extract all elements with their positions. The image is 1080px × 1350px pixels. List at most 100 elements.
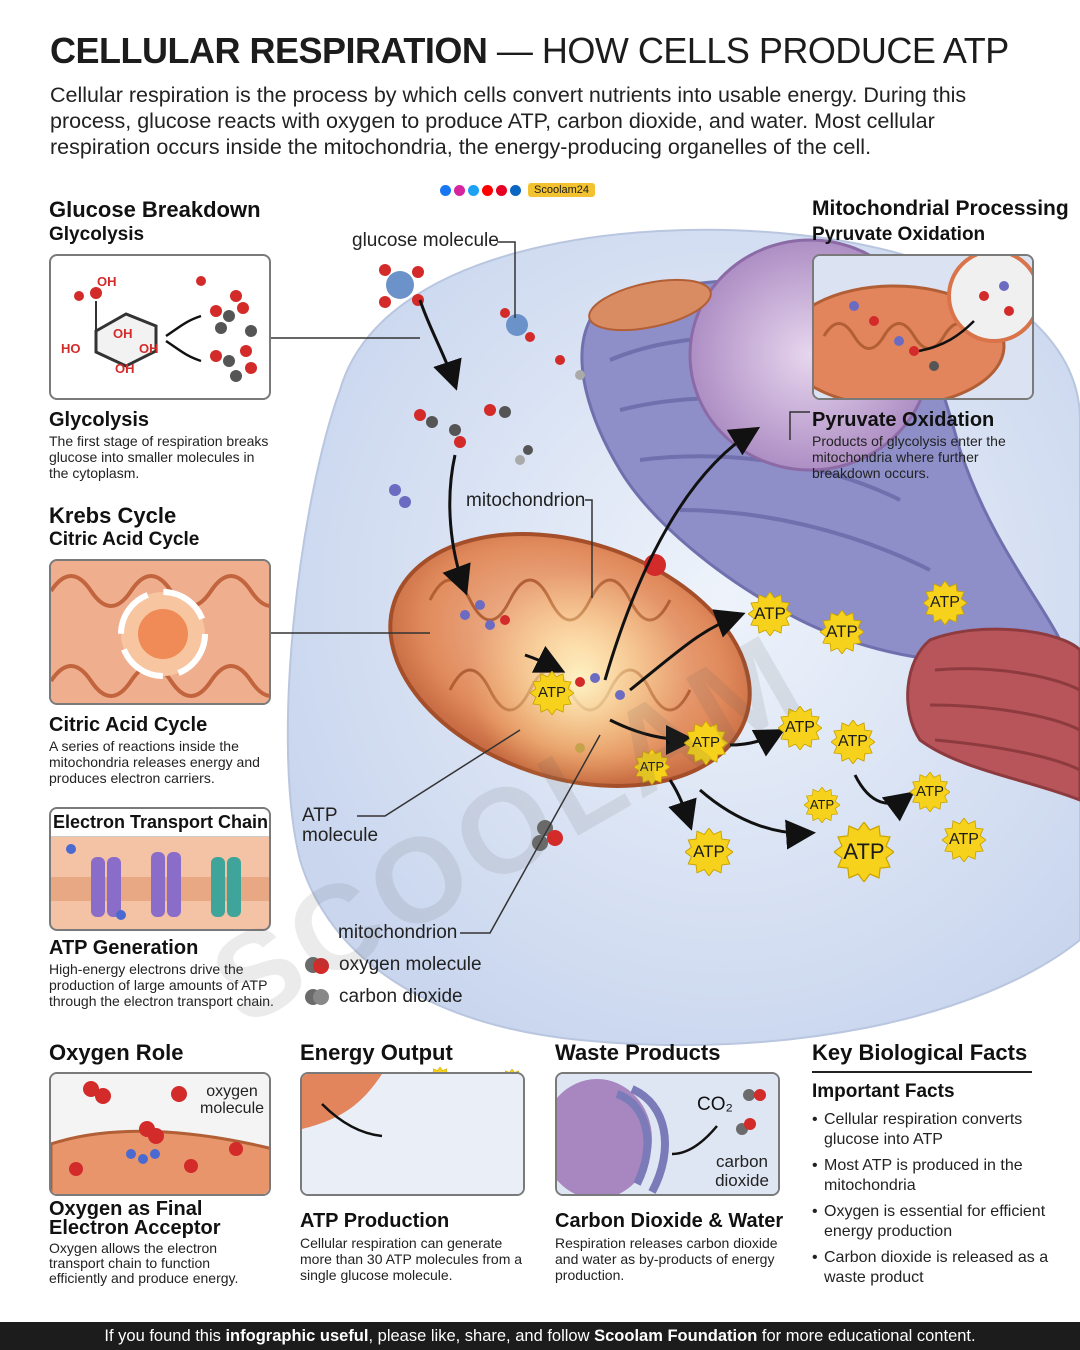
flow-arrows bbox=[418, 299, 915, 850]
pinterest-icon[interactable] bbox=[496, 184, 507, 196]
co2-legend-icon bbox=[305, 989, 329, 1005]
citric-acid-card-title: Citric Acid Cycle bbox=[49, 714, 208, 736]
krebs-cycle-title: Krebs Cycle bbox=[49, 503, 177, 528]
pyruvate-card-desc: Products of glycolysis enter the mitocho… bbox=[812, 433, 1006, 481]
atp-star-label: ATP bbox=[639, 759, 665, 774]
pyruvate-oxidation-icon bbox=[814, 256, 1032, 398]
atp-star-icon: ATP bbox=[820, 610, 864, 654]
atp-star-icon: ATP bbox=[831, 720, 875, 764]
fact-item: Most ATP is produced in the mitochondria bbox=[812, 1156, 1052, 1196]
co2-formula: CO₂ bbox=[697, 1094, 733, 1115]
energy-output-title: Energy Output bbox=[300, 1040, 453, 1065]
atp-star-label: ATP bbox=[949, 831, 979, 848]
glucose-breakdown-title: Glucose Breakdown bbox=[49, 197, 261, 222]
atp-star-icon: ATP bbox=[910, 772, 950, 812]
glucose-oh-ring: OH bbox=[113, 326, 133, 341]
citric-acid-subtitle: Citric Acid Cycle bbox=[49, 529, 200, 550]
youtube-icon[interactable] bbox=[482, 184, 493, 196]
mitochondrion-label-top: mitochondrion bbox=[466, 490, 586, 511]
atp-star-icon: ATP bbox=[804, 787, 840, 823]
atp-star-label: ATP bbox=[691, 734, 721, 751]
atp-star-label: ATP bbox=[809, 797, 835, 812]
oxygen-acceptor-icon bbox=[51, 1074, 269, 1194]
x-icon[interactable] bbox=[468, 184, 479, 196]
footer-text-1: If you found this bbox=[104, 1327, 226, 1345]
atp-star-label: ATP bbox=[754, 604, 786, 623]
linkedin-icon[interactable] bbox=[510, 184, 521, 196]
golgi-apparatus bbox=[906, 627, 1080, 802]
pyruvate-oxidation-subtitle: Pyruvate Oxidation bbox=[812, 224, 986, 245]
electron-transport-chain-icon bbox=[51, 844, 269, 920]
glycolysis-card-desc: The first stage of respiration breaks gl… bbox=[49, 433, 269, 481]
atp-star-icon: ATP bbox=[634, 749, 670, 785]
atp-star-label: ATP bbox=[843, 839, 885, 864]
fact-item: Carbon dioxide is released as a waste pr… bbox=[812, 1248, 1052, 1288]
legend-oxygen: oxygen molecule bbox=[303, 954, 482, 976]
waste-panel-label: carbon dioxide bbox=[715, 1152, 769, 1190]
atp-star-icon: ATP bbox=[684, 721, 728, 765]
atp-star-label: ATP bbox=[930, 594, 960, 611]
fact-item: Oxygen is essential for efficient energy… bbox=[812, 1202, 1052, 1242]
atp-star-label: ATP bbox=[537, 684, 567, 701]
energy-output-icon bbox=[302, 1074, 523, 1194]
key-facts-title: Key Biological Facts bbox=[812, 1040, 1028, 1065]
intro-text: Cellular respiration is the process by w… bbox=[50, 83, 967, 159]
atp-star-icon: ATP bbox=[530, 671, 574, 715]
atp-star-label: ATP bbox=[693, 842, 725, 861]
instagram-icon[interactable] bbox=[454, 184, 465, 196]
footer-bar: If you found this infographic useful, pl… bbox=[0, 1322, 1080, 1350]
atp-star-icon: ATP bbox=[923, 581, 967, 625]
glucose-oh-bottom: OH bbox=[115, 361, 135, 376]
atp-generation-title: ATP Generation bbox=[49, 937, 199, 959]
atp-star-icon: ATP bbox=[748, 592, 792, 636]
glucose-molecule-label: glucose molecule bbox=[352, 230, 499, 251]
important-facts-subtitle: Important Facts bbox=[812, 1081, 955, 1102]
citric-acid-card-desc: A series of reactions inside the mitocho… bbox=[49, 738, 260, 786]
glycolysis-card-title: Glycolysis bbox=[49, 409, 150, 431]
glucose-oh-right: OH bbox=[139, 341, 159, 356]
glucose-fragments bbox=[389, 355, 585, 508]
title-bold: CELLULAR RESPIRATION bbox=[50, 30, 488, 71]
atp-star-label: ATP bbox=[838, 733, 868, 750]
waste-products-title: Waste Products bbox=[555, 1040, 721, 1065]
etc-title: Electron Transport Chain bbox=[53, 812, 269, 832]
energy-panel bbox=[300, 1072, 525, 1196]
atp-star-icon: ATP bbox=[778, 706, 822, 750]
atp-production-desc: Cellular respiration can generate more t… bbox=[300, 1235, 523, 1283]
atp-star-icon: ATP bbox=[685, 828, 733, 876]
atp-star-label: ATP bbox=[785, 719, 815, 736]
title-rest: — HOW CELLS PRODUCE ATP bbox=[496, 30, 1009, 71]
footer-bold-2[interactable]: Scoolam Foundation bbox=[594, 1327, 758, 1345]
atp-molecule-label: ATP molecule bbox=[302, 805, 379, 846]
glucose-structure-icon bbox=[74, 276, 257, 382]
pyruvate-card-title: Pyruvate Oxidation bbox=[812, 409, 995, 431]
co2-water-title: Carbon Dioxide & Water bbox=[555, 1210, 784, 1232]
fact-item: Cellular respiration converts glucose in… bbox=[812, 1110, 1052, 1150]
oxygen-card-desc: Oxygen allows the electron transport cha… bbox=[49, 1240, 239, 1286]
waste-panel: CO₂ carbon dioxide bbox=[555, 1072, 780, 1196]
oxygen-legend-icon bbox=[305, 957, 329, 974]
legend-co2-label: carbon dioxide bbox=[339, 986, 463, 1007]
co2-water-desc: Respiration releases carbon dioxide and … bbox=[555, 1235, 778, 1283]
page-title: CELLULAR RESPIRATION — HOW CELLS PRODUCE… bbox=[50, 30, 1009, 72]
oxygen-panel-label: oxygen molecule bbox=[199, 1083, 265, 1117]
key-facts-divider bbox=[812, 1071, 1032, 1073]
social-handle[interactable]: Scoolam24 bbox=[528, 183, 596, 197]
social-bar: Scoolam24 bbox=[440, 183, 596, 197]
legend-oxygen-label: oxygen molecule bbox=[339, 954, 482, 975]
facebook-icon[interactable] bbox=[440, 184, 451, 196]
etc-panel: Electron Transport Chain bbox=[49, 807, 271, 931]
small-mitochondrion bbox=[588, 278, 712, 332]
atp-star-icon: ATP bbox=[942, 818, 986, 862]
footer-bold-1: infographic useful bbox=[225, 1327, 369, 1345]
glycolysis-subtitle: Glycolysis bbox=[49, 224, 145, 245]
waste-products-icon bbox=[557, 1074, 778, 1194]
mitochondrial-processing-title: Mitochondrial Processing bbox=[812, 197, 1069, 220]
glucose-ho-left: HO bbox=[61, 341, 81, 356]
atp-production-title: ATP Production bbox=[300, 1210, 450, 1232]
atp-star-label: ATP bbox=[826, 622, 858, 641]
oxygen-role-title: Oxygen Role bbox=[49, 1040, 184, 1065]
footer-text-2: , please like, share, and follow bbox=[368, 1327, 595, 1345]
glycolysis-panel: OH OH HO OH OH bbox=[49, 254, 271, 400]
atp-star-label: ATP bbox=[915, 783, 945, 800]
